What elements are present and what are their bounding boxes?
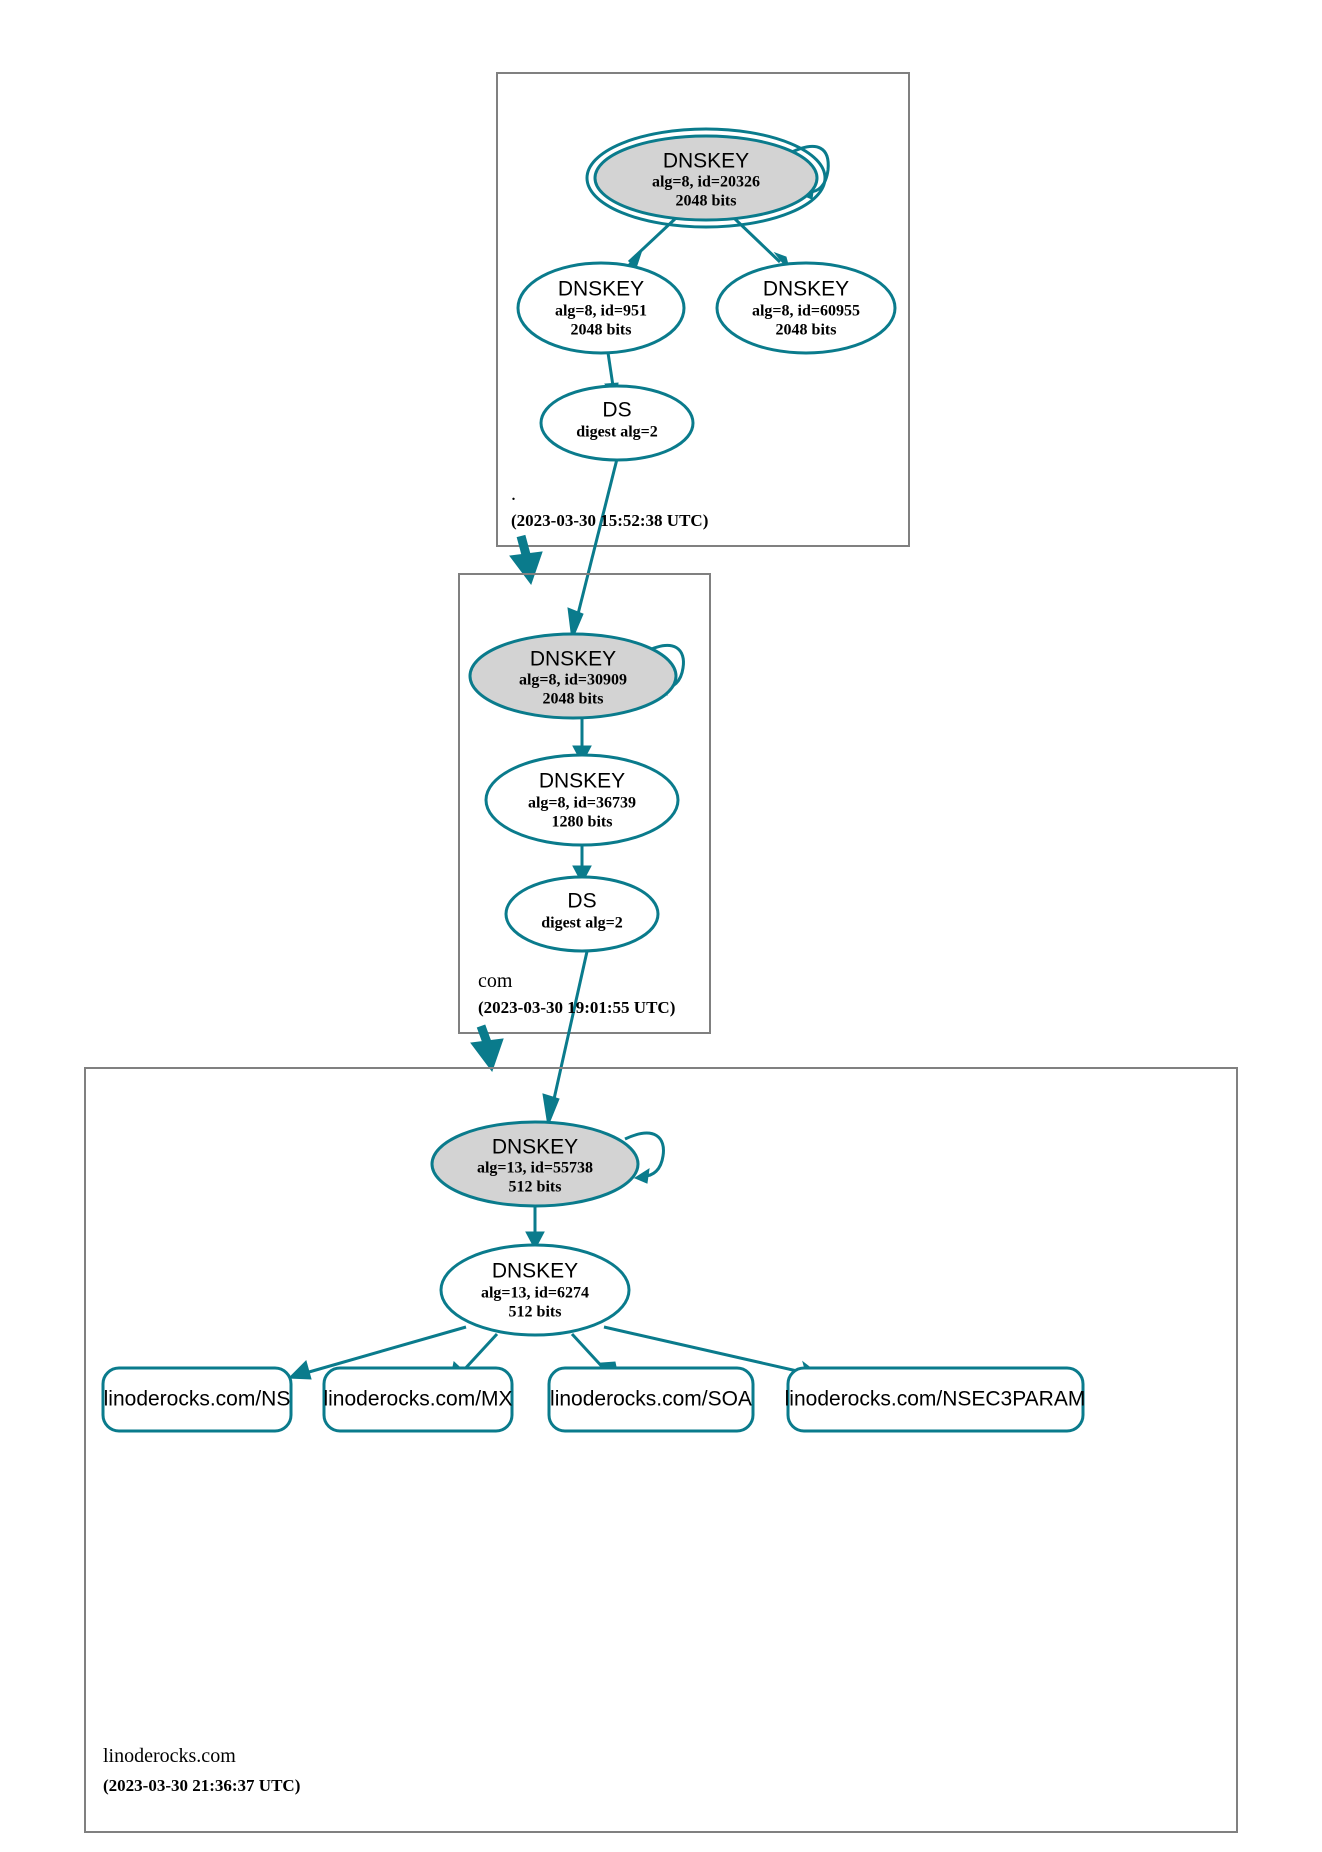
node-root-ds-label: DS: [602, 399, 631, 422]
trust-anchor-outline-root-ksk: [585, 127, 827, 229]
node-root-zsk-60955-detail: alg=8, id=60955: [752, 303, 860, 320]
node-lr-ksk[interactable]: DNSKEY alg=13, id=55738 512 bits: [430, 1120, 640, 1208]
zone-timestamp-root: (2023-03-30 15:52:38 UTC): [511, 511, 708, 530]
zone-box-com: [458, 573, 711, 1034]
node-com-zsk-detail: alg=8, id=36739: [528, 795, 636, 812]
edge-zone-com-to-linoderocks: [470, 1024, 504, 1073]
node-com-ds-label: DS: [567, 890, 596, 913]
node-root-zsk-951-bits: 2048 bits: [571, 322, 632, 339]
rrset-node-soa[interactable]: linoderocks.com/SOA: [547, 1366, 755, 1433]
zone-label-root: .: [511, 483, 516, 505]
edge-com-zsk-to-ds: [572, 845, 592, 885]
edge-lr-ksk-to-zsk: [525, 1206, 545, 1251]
node-root-ds-detail: digest alg=2: [576, 424, 658, 441]
node-com-zsk[interactable]: DNSKEY alg=8, id=36739 1280 bits: [484, 753, 680, 847]
rrset-label-mx: linoderocks.com/MX: [323, 1388, 512, 1411]
rrset-label-ns: linoderocks.com/NS: [104, 1388, 291, 1411]
node-com-ds[interactable]: DS digest alg=2: [504, 875, 660, 953]
node-lr-ksk-detail: alg=13, id=55738: [477, 1160, 593, 1177]
rrset-label-soa: linoderocks.com/SOA: [550, 1388, 752, 1411]
node-root-ds[interactable]: DS digest alg=2: [539, 384, 695, 462]
node-com-ksk[interactable]: DNSKEY alg=8, id=30909 2048 bits: [468, 632, 678, 720]
node-lr-zsk-label: DNSKEY: [492, 1260, 578, 1283]
node-root-ksk-label: DNSKEY: [663, 150, 749, 173]
node-root-zsk-951-label: DNSKEY: [558, 278, 644, 301]
node-com-ds-detail: digest alg=2: [541, 915, 623, 932]
node-root-zsk-951[interactable]: DNSKEY alg=8, id=951 2048 bits: [516, 261, 686, 355]
node-root-zsk-60955-label: DNSKEY: [763, 278, 849, 301]
node-lr-zsk-detail: alg=13, id=6274: [481, 1285, 589, 1302]
zone-label-com: com: [478, 970, 513, 992]
rrset-node-ns[interactable]: linoderocks.com/NS: [101, 1366, 293, 1433]
node-com-zsk-label: DNSKEY: [539, 770, 625, 793]
node-root-ksk[interactable]: DNSKEY alg=8, id=20326 2048 bits: [593, 134, 819, 222]
zone-box-root: [496, 72, 910, 547]
edge-lr-zsk-to-rr-ns: [287, 1325, 467, 1380]
rrset-node-mx[interactable]: linoderocks.com/MX: [322, 1366, 514, 1433]
node-root-zsk-951-detail: alg=8, id=951: [555, 303, 647, 320]
node-root-ksk-detail: alg=8, id=20326: [652, 174, 760, 191]
node-lr-zsk[interactable]: DNSKEY alg=13, id=6274 512 bits: [439, 1243, 631, 1337]
zone-box-linoderocks: [84, 1067, 1238, 1833]
zone-timestamp-com: (2023-03-30 19:01:55 UTC): [478, 998, 675, 1017]
node-lr-ksk-bits: 512 bits: [509, 1179, 562, 1196]
zone-timestamp-linoderocks: (2023-03-30 21:36:37 UTC): [103, 1776, 300, 1795]
node-lr-zsk-bits: 512 bits: [509, 1304, 562, 1321]
edge-root-ds-to-com-ksk: [567, 446, 622, 642]
edge-zone-root-to-com: [509, 534, 543, 586]
node-root-zsk-60955[interactable]: DNSKEY alg=8, id=60955 2048 bits: [715, 261, 897, 355]
node-com-ksk-detail: alg=8, id=30909: [519, 672, 627, 689]
edge-lr-ksk-self-sign: [624, 1131, 665, 1184]
node-root-zsk-60955-bits: 2048 bits: [776, 322, 837, 339]
edge-com-ds-to-lr-ksk: [542, 946, 590, 1128]
node-root-ksk-bits: 2048 bits: [676, 193, 737, 210]
zone-label-linoderocks: linoderocks.com: [103, 1745, 236, 1767]
node-com-zsk-bits: 1280 bits: [552, 814, 613, 831]
rrset-label-nsec3param: linoderocks.com/NSEC3PARAM: [785, 1388, 1086, 1411]
rrset-node-nsec3param[interactable]: linoderocks.com/NSEC3PARAM: [785, 1366, 1086, 1433]
node-com-ksk-label: DNSKEY: [530, 648, 616, 671]
node-lr-ksk-label: DNSKEY: [492, 1136, 578, 1159]
node-com-ksk-bits: 2048 bits: [543, 691, 604, 708]
